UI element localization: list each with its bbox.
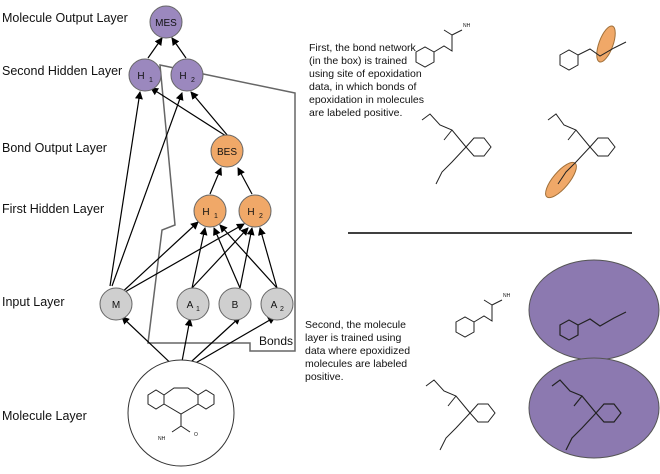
node-h2-second-sub: 2 [191, 77, 195, 84]
caption-second-line: layer is trained using [305, 332, 402, 344]
barbiturate-bottom-left [425, 379, 496, 451]
node-mes-label: MES [155, 18, 177, 29]
barbiturate-top-right [545, 113, 616, 199]
propenylbenzene-bottom [559, 311, 627, 341]
node-h2-second-label: H [179, 71, 186, 82]
layer-label-bond-output: Bond Output Layer [2, 141, 107, 155]
node-bes: BES [210, 134, 244, 168]
barbiturate-top-left [421, 113, 492, 185]
node-h2-first-sub: 2 [259, 213, 263, 220]
bonds-box-label: Bonds [259, 334, 294, 348]
caption-first-line: are labeled positive. [309, 107, 403, 119]
node-m-label: M [112, 300, 120, 311]
bonds-box [147, 64, 296, 352]
caption-first-line: epoxidation in molecules [309, 94, 424, 106]
node-h1-second-label: H [137, 71, 144, 82]
node-h1-first-sub: 1 [214, 213, 218, 220]
node-h1-second-sub: 1 [149, 77, 153, 84]
layer-label-input: Input Layer [2, 295, 65, 309]
molecule-layer-nh2: NH [158, 436, 166, 442]
molecule-layer-o: O [194, 432, 198, 438]
caption-second: Second, the molecule layer is trained us… [305, 319, 430, 384]
node-h1-second: H 1 [128, 58, 162, 92]
layer-label-first-hidden: First Hidden Layer [2, 202, 105, 216]
node-bes-label: BES [217, 147, 237, 158]
node-h1-first: H 1 [193, 194, 227, 228]
highlight-ellipse-top [528, 259, 660, 361]
node-b: B [218, 287, 252, 321]
node-a2-label: A [271, 300, 278, 311]
edges-second-hidden-to-mes [147, 37, 187, 59]
layer-label-molecule: Molecule Layer [2, 409, 87, 423]
molecule-layer-node: NH O [127, 359, 235, 467]
edges-input-to-first-hidden [117, 221, 278, 297]
barbiturate-bottom-right [551, 379, 622, 451]
node-m: M [99, 287, 133, 321]
node-a1: A 1 [176, 287, 210, 321]
caption-first-line: (in the box) is trained [309, 55, 408, 67]
node-a1-sub: 1 [196, 306, 200, 313]
amphetamine-bottom [455, 299, 503, 338]
edges-first-hidden-to-bes [209, 167, 253, 195]
propenylbenzene-top [559, 25, 627, 71]
node-a2: A 2 [260, 287, 294, 321]
caption-first-line: using site of epoxidation [309, 68, 422, 80]
caption-second-line: Second, the molecule [305, 319, 406, 331]
caption-second-line: positive. [305, 371, 344, 383]
amphetamine-top [415, 29, 463, 68]
layer-label-molecule-output: Molecule Output Layer [2, 11, 128, 25]
highlight-ellipse-bottom [528, 357, 660, 459]
amphetamine-top-nh2: NH [463, 23, 471, 29]
amphetamine-bottom-nh2: NH [503, 293, 511, 299]
node-h2-second: H 2 [170, 58, 204, 92]
caption-first-line: First, the bond network [309, 42, 416, 54]
node-h2-first-label: H [247, 207, 254, 218]
node-a2-sub: 2 [280, 306, 284, 313]
layer-label-second-hidden: Second Hidden Layer [2, 64, 123, 78]
node-h1-first-label: H [202, 207, 209, 218]
node-a1-label: A [187, 300, 194, 311]
caption-first-line: data, in which bonds of [309, 81, 417, 93]
node-h2-first: H 2 [238, 194, 272, 228]
edges-to-second-hidden [109, 87, 229, 287]
carbamazepine-structure [147, 387, 215, 433]
caption-first: First, the bond network (in the box) is … [309, 42, 449, 120]
node-b-label: B [232, 300, 239, 311]
caption-second-line: molecules are labeled [305, 358, 408, 370]
node-mes: MES [149, 5, 183, 39]
caption-second-line: data where epoxidized [305, 345, 411, 357]
